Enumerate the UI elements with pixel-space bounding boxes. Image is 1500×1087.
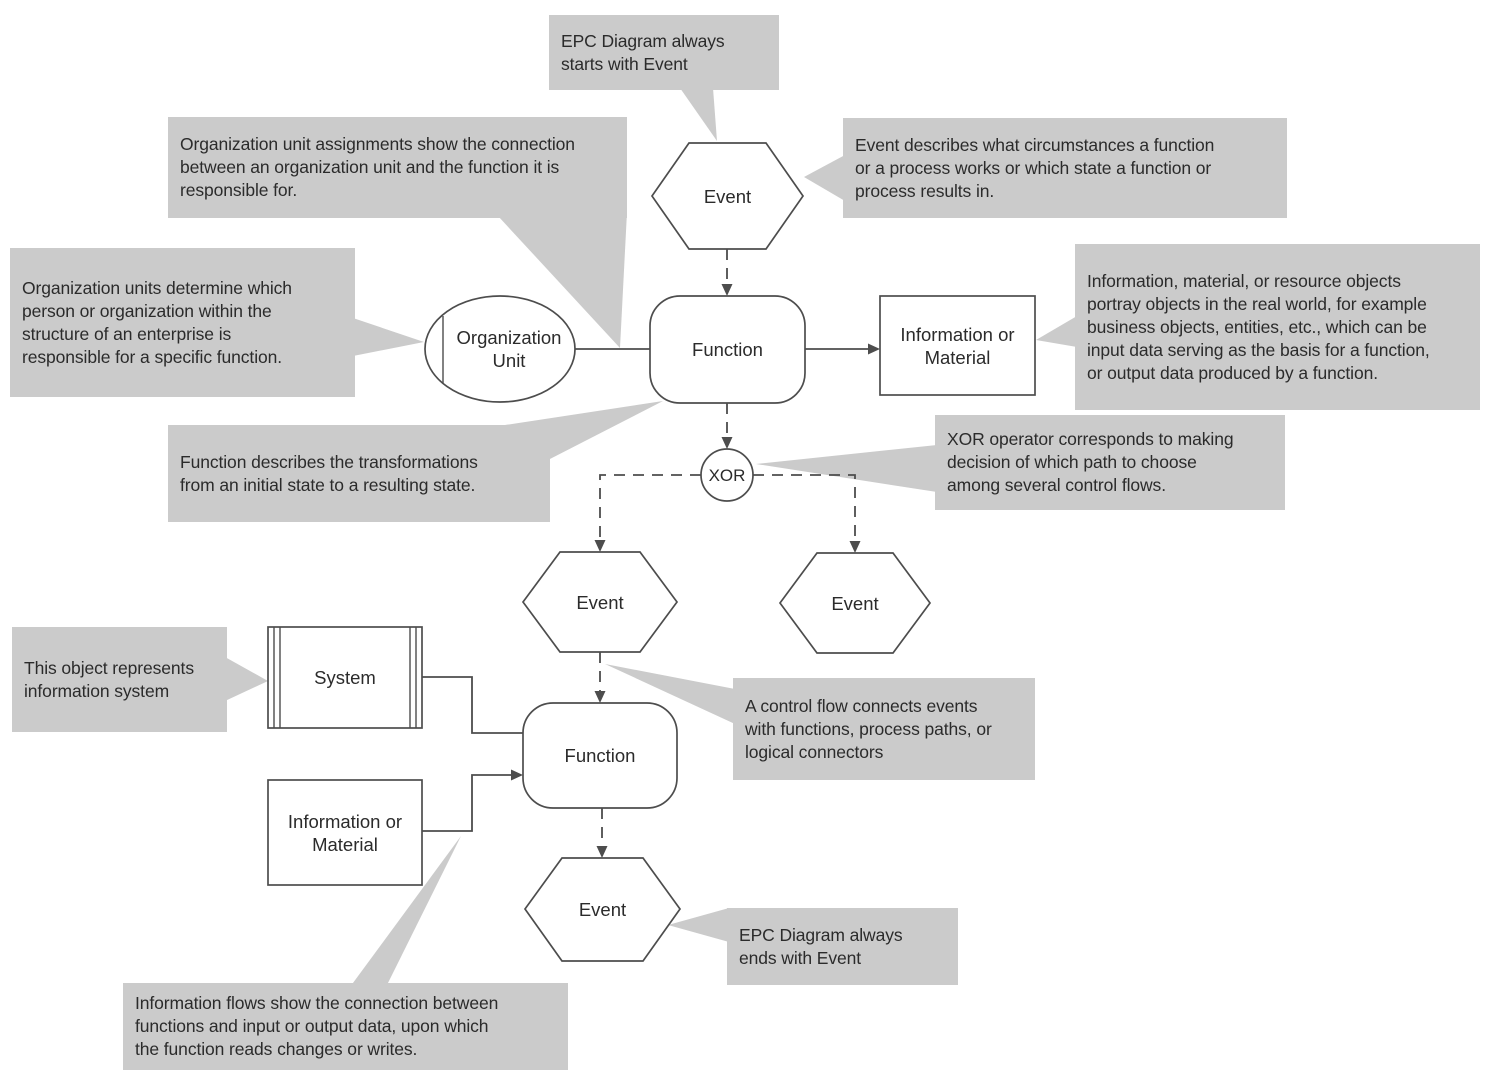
- event-bottom-hexagon: [523, 857, 682, 962]
- information-material-top-box: [879, 295, 1036, 396]
- callout-pointer-starts-with-event: [680, 88, 717, 141]
- callout-pointer-org-units: [353, 318, 424, 356]
- callout-pointer-info-flows: [350, 836, 461, 987]
- callout-pointer-control-flow: [605, 664, 735, 724]
- control-flow-xor-to-event-left: [599, 474, 701, 540]
- callout-org-units: Organization units determine which perso…: [10, 248, 355, 397]
- callout-system-object: This object represents information syste…: [12, 627, 227, 732]
- event-right-hexagon: [778, 552, 932, 654]
- xor-connector-circle: [700, 448, 754, 502]
- callout-starts-with-event: EPC Diagram always starts with Event: [549, 15, 779, 90]
- callout-function-describes: Function describes the transformations f…: [168, 425, 550, 522]
- callout-org-assignments: Organization unit assignments show the c…: [168, 117, 627, 218]
- callout-event-describes: Event describes what circumstances a fun…: [843, 118, 1287, 218]
- callout-pointer-event-describes: [804, 155, 845, 201]
- event-top-hexagon: [650, 142, 805, 250]
- callout-xor-operator: XOR operator corresponds to making decis…: [935, 415, 1285, 510]
- link-system-to-function: [422, 676, 523, 734]
- callout-control-flow: A control flow connects events with func…: [733, 678, 1035, 780]
- callout-pointer-ends-with-event: [668, 908, 729, 942]
- function-top-box: [649, 295, 806, 404]
- organization-unit-ellipse: [424, 295, 576, 403]
- arrowhead-function-to-xor: [721, 437, 733, 449]
- callout-ends-with-event: EPC Diagram always ends with Event: [727, 908, 958, 985]
- control-flow-xor-to-event-right: [753, 474, 856, 541]
- arrowhead-xor-to-event-right: [849, 541, 861, 553]
- function-bottom-box: [522, 702, 678, 809]
- event-left-hexagon: [521, 551, 679, 653]
- callout-pointer-system-object: [225, 657, 268, 701]
- callout-pointer-org-assignments: [498, 212, 627, 348]
- information-material-bottom-box: [267, 779, 423, 886]
- callout-pointer-info-objects: [1036, 316, 1077, 347]
- system-box: [267, 626, 423, 729]
- arrowhead-function-to-material: [868, 343, 880, 355]
- arrowhead-event-top-to-function: [721, 284, 733, 296]
- callout-info-flows: Information flows show the connection be…: [123, 983, 568, 1070]
- arrowhead-xor-to-event-left: [594, 540, 606, 552]
- callout-pointer-xor-operator: [756, 445, 937, 492]
- arrowhead-event-left-to-function: [594, 691, 606, 703]
- info-flow-material-to-function: [422, 774, 511, 832]
- arrowhead-function-to-event-bottom: [596, 846, 608, 858]
- callout-info-objects: Information, material, or resource objec…: [1075, 244, 1480, 410]
- arrowhead-material-to-function: [511, 769, 523, 781]
